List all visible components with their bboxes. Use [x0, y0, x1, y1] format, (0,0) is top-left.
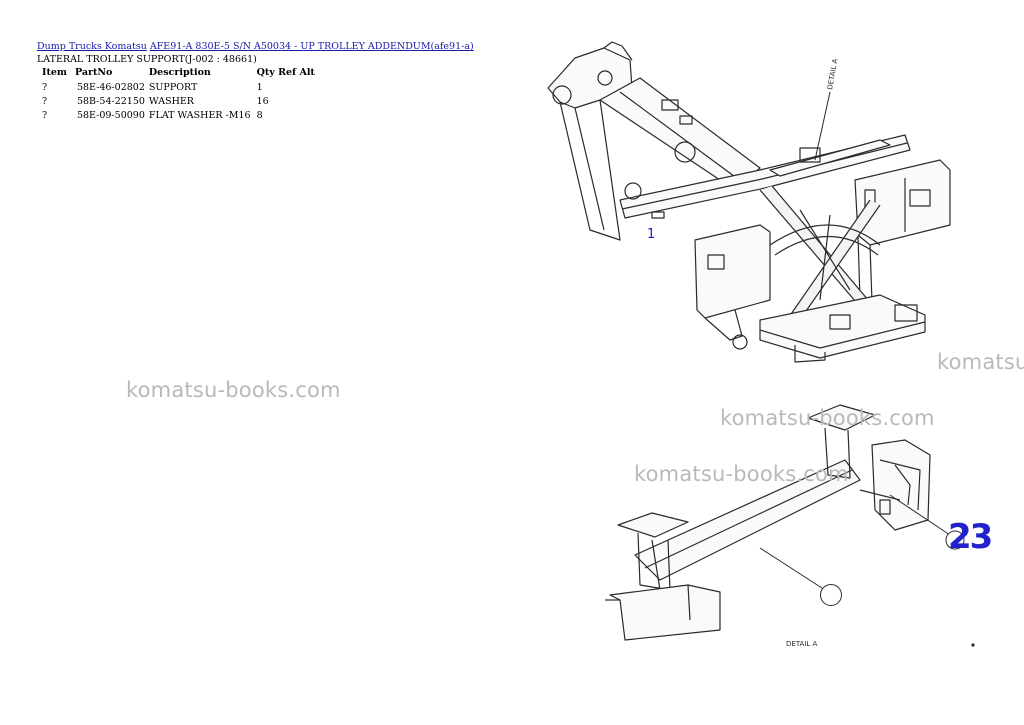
cell-item: ? — [42, 109, 48, 121]
watermark: komatsu-books.com — [720, 406, 935, 430]
support-detail-drawing — [605, 404, 931, 641]
detail-a-leader-top — [814, 91, 831, 161]
parts-table: Item PartNo Description Qty Ref Alt ? 58… — [38, 66, 319, 122]
breadcrumb-link-addendum[interactable]: AFE91-A 830E-5 S/N A50034 - UP TROLLEY A… — [149, 41, 474, 52]
cell-item: ? — [42, 95, 48, 107]
callout-1-label: 1 — [647, 227, 655, 242]
table-row: ? 58B-54-22150 WASHER 16 — [38, 94, 319, 108]
watermark: komatsu-books.com — [126, 378, 341, 402]
cell-description: FLAT WASHER -M16 — [148, 109, 251, 121]
column-header-ref: Ref — [278, 66, 297, 78]
column-header-description: Description — [148, 66, 211, 78]
callout-23-label: 23 — [948, 517, 991, 557]
watermark: komatsu-books.com — [634, 462, 849, 486]
cell-item: ? — [42, 81, 48, 93]
column-header-qty: Qty — [256, 66, 275, 78]
cell-partno: 58B-54-22150 — [76, 95, 145, 107]
detail-label-bottom: DETAIL A — [786, 640, 818, 648]
cell-description: SUPPORT — [148, 81, 198, 93]
column-header-partno: PartNo — [74, 66, 113, 78]
cell-qty: 1 — [256, 81, 263, 93]
column-header-qty-ref-alt: Qty Ref Alt — [251, 66, 319, 80]
column-header-alt: Alt — [299, 66, 315, 78]
dot-mark — [971, 643, 975, 647]
cell-qty: 16 — [256, 95, 269, 107]
cell-qty: 8 — [256, 109, 263, 121]
column-header-item: Item — [42, 66, 67, 78]
watermark: komatsu-books.com — [937, 350, 1024, 374]
breadcrumb-link-dump-trucks[interactable]: Dump Trucks Komatsu — [37, 41, 147, 52]
table-row: ? 58E-46-02802 SUPPORT 1 — [38, 80, 319, 94]
cell-partno: 58E-46-02802 — [76, 81, 145, 93]
page-title: LATERAL TROLLEY SUPPORT(J-002 : 48661) — [37, 54, 257, 65]
table-header-row: Item PartNo Description Qty Ref Alt — [38, 66, 319, 80]
detail-label-top: DETAIL A — [826, 58, 839, 90]
cell-description: WASHER — [148, 95, 194, 107]
callout-leaders — [759, 494, 965, 606]
cell-partno: 58E-09-50090 — [76, 109, 145, 121]
truck-frame-drawing — [547, 41, 951, 363]
table-row: ? 58E-09-50090 FLAT WASHER -M16 8 — [38, 108, 319, 122]
